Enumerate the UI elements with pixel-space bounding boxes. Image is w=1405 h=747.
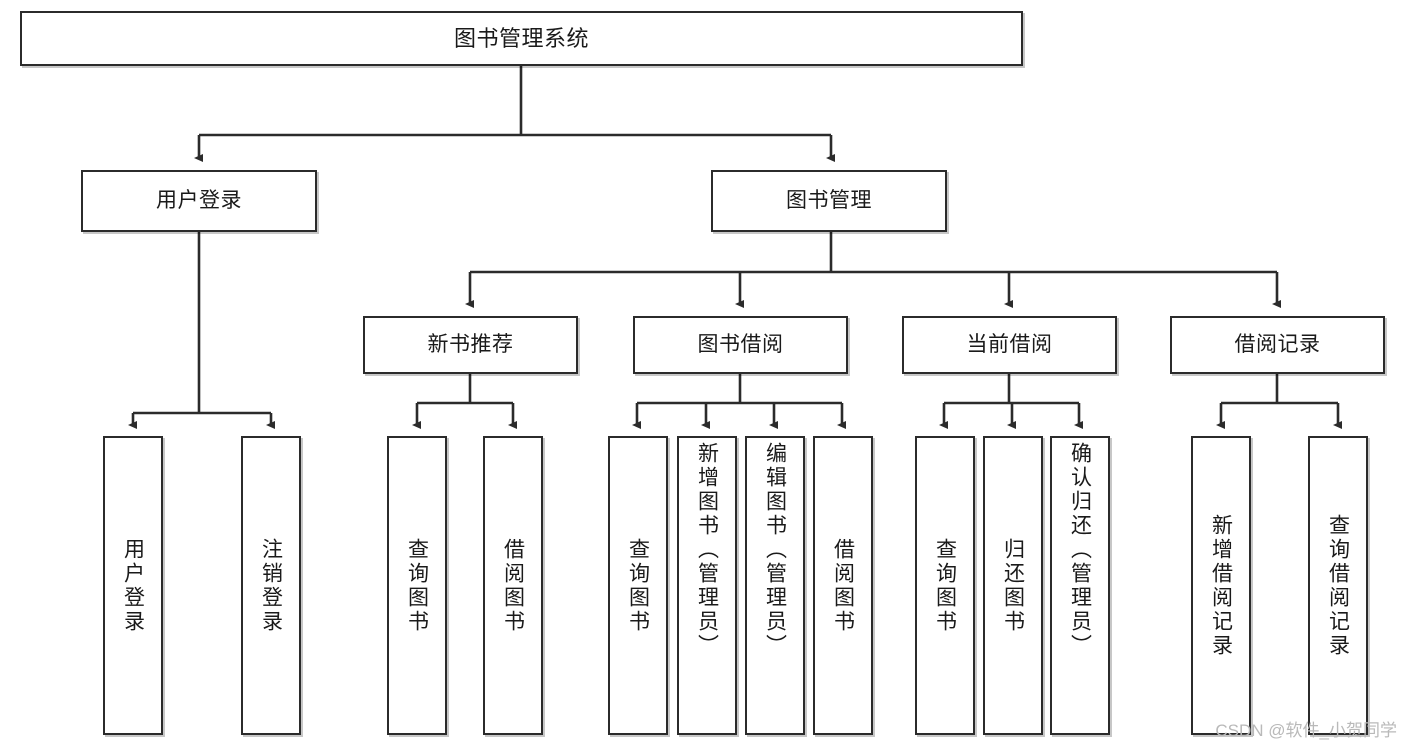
leaf-query-book-borrow[interactable]: 查询图书 — [608, 436, 668, 735]
node-label: 新增图书（管理员） — [695, 442, 719, 658]
leaf-query-book-newbook[interactable]: 查询图书 — [387, 436, 447, 735]
node-label: 新书推荐 — [427, 332, 514, 356]
node-label: 借阅图书 — [831, 537, 855, 634]
node-label: 用户登录 — [121, 537, 145, 634]
node-label: 图书管理系统 — [453, 25, 589, 51]
leaf-query-book-current[interactable]: 查询图书 — [915, 436, 975, 735]
node-label: 图书借阅 — [697, 332, 784, 356]
node-new-book-recommend[interactable]: 新书推荐 — [363, 316, 578, 374]
node-label: 查询借阅记录 — [1326, 513, 1350, 658]
leaf-user-login[interactable]: 用户登录 — [103, 436, 163, 735]
node-current-borrow[interactable]: 当前借阅 — [902, 316, 1117, 374]
node-label: 新增借阅记录 — [1209, 513, 1233, 658]
node-label: 编辑图书（管理员） — [763, 442, 787, 658]
node-label: 注销登录 — [259, 537, 283, 634]
node-label: 查询图书 — [405, 537, 429, 634]
node-label: 图书管理 — [786, 188, 872, 212]
node-label: 查询图书 — [626, 537, 650, 634]
leaf-return-book[interactable]: 归还图书 — [983, 436, 1043, 735]
node-book-borrow[interactable]: 图书借阅 — [633, 316, 848, 374]
node-label: 借阅图书 — [501, 537, 525, 634]
leaf-edit-book-admin[interactable]: 编辑图书（管理员） — [745, 436, 805, 735]
node-label: 查询图书 — [933, 537, 957, 634]
node-book-management[interactable]: 图书管理 — [711, 170, 947, 232]
node-root-system[interactable]: 图书管理系统 — [20, 11, 1023, 66]
leaf-borrow-book[interactable]: 借阅图书 — [813, 436, 873, 735]
leaf-add-borrow-record[interactable]: 新增借阅记录 — [1191, 436, 1251, 735]
leaf-borrow-book-newbook[interactable]: 借阅图书 — [483, 436, 543, 735]
leaf-logout[interactable]: 注销登录 — [241, 436, 301, 735]
node-borrow-record[interactable]: 借阅记录 — [1170, 316, 1385, 374]
node-label: 归还图书 — [1001, 537, 1025, 634]
node-label: 借阅记录 — [1234, 332, 1321, 356]
node-user-login[interactable]: 用户登录 — [81, 170, 317, 232]
leaf-confirm-return-admin[interactable]: 确认归还（管理员） — [1050, 436, 1110, 735]
node-label: 当前借阅 — [966, 332, 1053, 356]
node-label: 确认归还（管理员） — [1068, 442, 1092, 658]
node-label: 用户登录 — [156, 188, 242, 212]
leaf-add-book-admin[interactable]: 新增图书（管理员） — [677, 436, 737, 735]
leaf-query-borrow-record[interactable]: 查询借阅记录 — [1308, 436, 1368, 735]
